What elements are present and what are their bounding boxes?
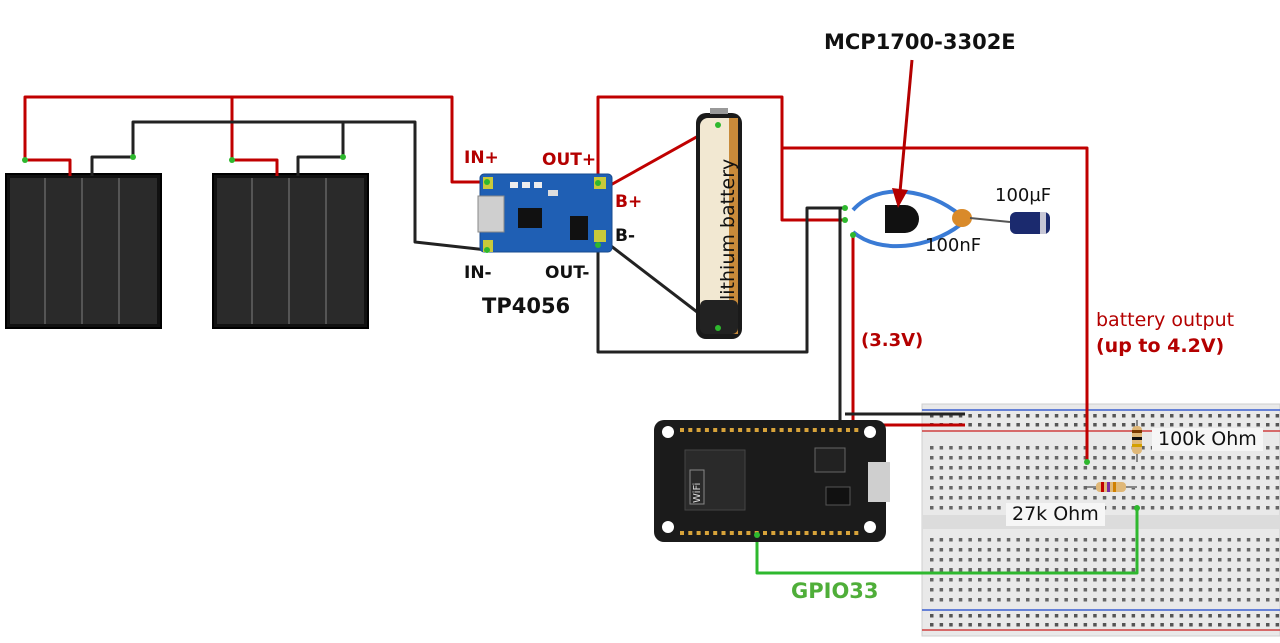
solar-panel-left [5,173,162,329]
charger-label: TP4056 [482,294,571,318]
out-plus-label: OUT+ [542,150,597,170]
tp4056-module [477,173,613,253]
esp32-board [654,420,890,542]
in-plus-label: IN+ [464,148,499,168]
wire-gnd-to-board [838,206,845,427]
regulator-arrow [892,59,914,208]
solar-panel-right [212,173,369,329]
wire-out-plus [596,95,845,222]
breadboard-holes [930,414,1280,627]
resistor-27k-label: 27k Ohm [1006,503,1105,526]
resistor-27k [1087,482,1137,492]
wire-panel-positive [23,95,487,184]
wire-panel-right-minus [296,122,345,176]
wire-panel-left-minus [90,155,133,176]
esp32-wifi-logo: WiFi [692,482,703,503]
regulator-label: MCP1700-3302E [824,30,1016,54]
esp32-pin-headers [680,428,859,535]
out-minus-label: OUT- [545,263,590,283]
resistor-100k-label: 100k Ohm [1152,428,1263,451]
mcp1700-regulator [885,205,919,233]
wire-panel-right-plus [230,97,279,176]
battery-output-label: battery output [1096,309,1235,331]
battery-label: lithium battery [717,158,739,300]
resistor-100k [1132,420,1142,462]
lithium-battery [696,108,742,339]
electrolytic-cap-label: 100µF [995,185,1052,206]
in-minus-label: IN- [464,263,492,283]
ceramic-cap-label: 100nF [925,235,982,256]
b-minus-label: B- [615,226,636,246]
ceramic-capacitor [952,209,972,227]
wire-panel-left-plus [25,158,72,176]
voltage-3v3-label: (3.3V) [861,330,924,351]
connection-dots [22,122,1140,538]
wire-battery-output [782,146,1089,462]
battery-output-range-label: (up to 4.2V) [1096,335,1225,357]
wire-panel-negative [131,120,488,252]
gpio33-label: GPIO33 [791,579,879,603]
wire-out-minus [596,206,845,354]
wire-gpio33 [755,508,1139,575]
b-plus-label: B+ [615,192,643,212]
